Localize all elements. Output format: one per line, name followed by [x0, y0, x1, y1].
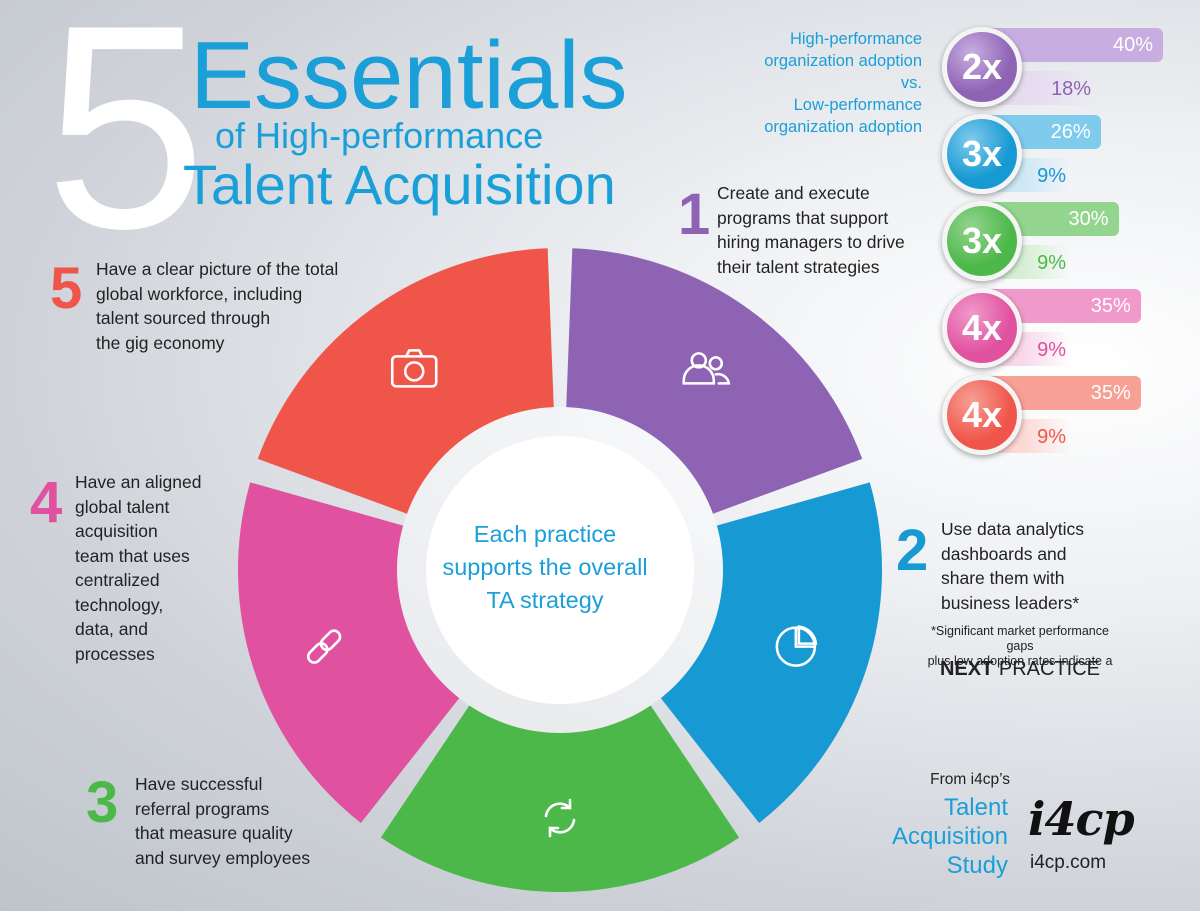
center-line-1: Each practice — [473, 521, 617, 547]
practice-1-number: 1 — [678, 182, 711, 247]
practice-2-number: 2 — [896, 518, 929, 583]
center-message: Each practice supports the overall TA st… — [405, 518, 685, 617]
stat-multiplier-badge: 4x — [942, 375, 1022, 455]
practice-4-line: processes — [75, 643, 155, 664]
stat-multiplier-badge: 2x — [942, 27, 1022, 107]
source-from: From i4cp’s — [930, 771, 1010, 788]
practice-5-line: global workforce, including — [96, 283, 303, 304]
practice-2-line: Use data analytics — [941, 519, 1084, 539]
legend-line-2: organization adoption — [764, 52, 922, 70]
stat-multiplier-badge: 4x — [942, 288, 1022, 368]
practice-2-line: share them with — [941, 568, 1065, 588]
next-bold: NEXT — [939, 658, 994, 680]
donut-segment-2 — [660, 482, 882, 824]
practice-3-line: and survey employees — [135, 847, 311, 868]
practice-3-line: Have successful — [135, 774, 263, 794]
practice-5-text: Have a clear picture of the total global… — [96, 257, 338, 355]
study-line-3: Study — [946, 852, 1008, 879]
next-practice-note: *Significant market performance gaps plu… — [920, 624, 1120, 669]
legend-line-1: High-performance — [789, 30, 922, 48]
practice-4-line: team that uses — [75, 545, 190, 566]
adoption-legend: High-performance organization adoption v… — [700, 28, 922, 138]
practice-1-line: hiring managers to drive — [717, 232, 905, 252]
i4cp-logo: i4cp — [1028, 792, 1135, 846]
practice-4-line: technology, — [75, 594, 164, 615]
practice-4-line: Have an aligned — [75, 472, 202, 492]
camera-icon — [390, 349, 438, 388]
donut-segment-4 — [238, 482, 460, 824]
stat-multiplier-badge: 3x — [942, 201, 1022, 281]
center-disc — [426, 436, 694, 704]
i4cp-url[interactable]: i4cp.com — [1030, 852, 1107, 873]
legend-line-5: organization adoption — [764, 118, 922, 136]
practice-2-line: business leaders* — [941, 592, 1080, 613]
practice-3-line: that measure quality — [135, 823, 293, 843]
practice-5-line: talent sourced through — [96, 308, 271, 328]
title-subline: of High-performance — [215, 115, 544, 156]
practice-4-line: global talent — [75, 496, 170, 517]
practice-1-line: programs that support — [717, 207, 889, 228]
stat-multiplier-badge: 3x — [942, 114, 1022, 194]
center-line-2: supports the overall — [442, 554, 648, 580]
link-icon — [306, 629, 342, 664]
practice-1-text: Create and execute programs that support… — [717, 181, 905, 279]
practice-4-line: centralized — [75, 570, 160, 590]
study-line-1: Talent — [943, 794, 1008, 821]
center-line-3: TA strategy — [486, 587, 604, 613]
title-essentials: Essentials — [190, 22, 628, 129]
study-line-2: Acquisition — [891, 823, 1008, 850]
source-study: Talent Acquisition Study — [850, 793, 1008, 880]
note-line-1: *Significant market performance gaps — [931, 624, 1109, 653]
practice-1-line: Create and execute — [717, 183, 870, 203]
next-rest: PRACTICE — [998, 658, 1101, 680]
pie-chart-icon — [775, 625, 818, 667]
donut-segment-3 — [380, 705, 740, 893]
practice-4-number: 4 — [30, 470, 63, 535]
practice-2-line: dashboards and — [941, 543, 1067, 564]
practice-3-text: Have successful referral programs that m… — [135, 772, 310, 870]
legend-line-4: Low-performance — [793, 96, 922, 114]
refresh-icon — [544, 798, 576, 838]
big-number-five: 5 — [45, 0, 207, 289]
practice-2-text: Use data analytics dashboards and share … — [941, 517, 1084, 615]
practice-3-line: referral programs — [135, 798, 270, 819]
practice-4-text: Have an aligned global talent acquisitio… — [75, 470, 201, 666]
people-icon — [682, 352, 731, 385]
legend-line-3: vs. — [900, 74, 922, 92]
practice-1-line: their talent strategies — [717, 256, 880, 277]
note-line-2: plus low adoption rates indicate a — [927, 654, 1113, 668]
donut-segment-5 — [257, 248, 554, 514]
practice-5-number: 5 — [50, 256, 83, 321]
next-practice-label: NEXT PRACTICE — [920, 658, 1120, 681]
practice-donut — [238, 248, 882, 893]
practice-3-number: 3 — [86, 770, 119, 835]
practice-4-line: acquisition — [75, 521, 158, 541]
practice-4-line: data, and — [75, 619, 148, 639]
practice-5-line: Have a clear picture of the total — [96, 259, 339, 279]
practice-5-line: the gig economy — [96, 332, 225, 353]
title-talent-acquisition: Talent Acquisition — [183, 153, 616, 216]
